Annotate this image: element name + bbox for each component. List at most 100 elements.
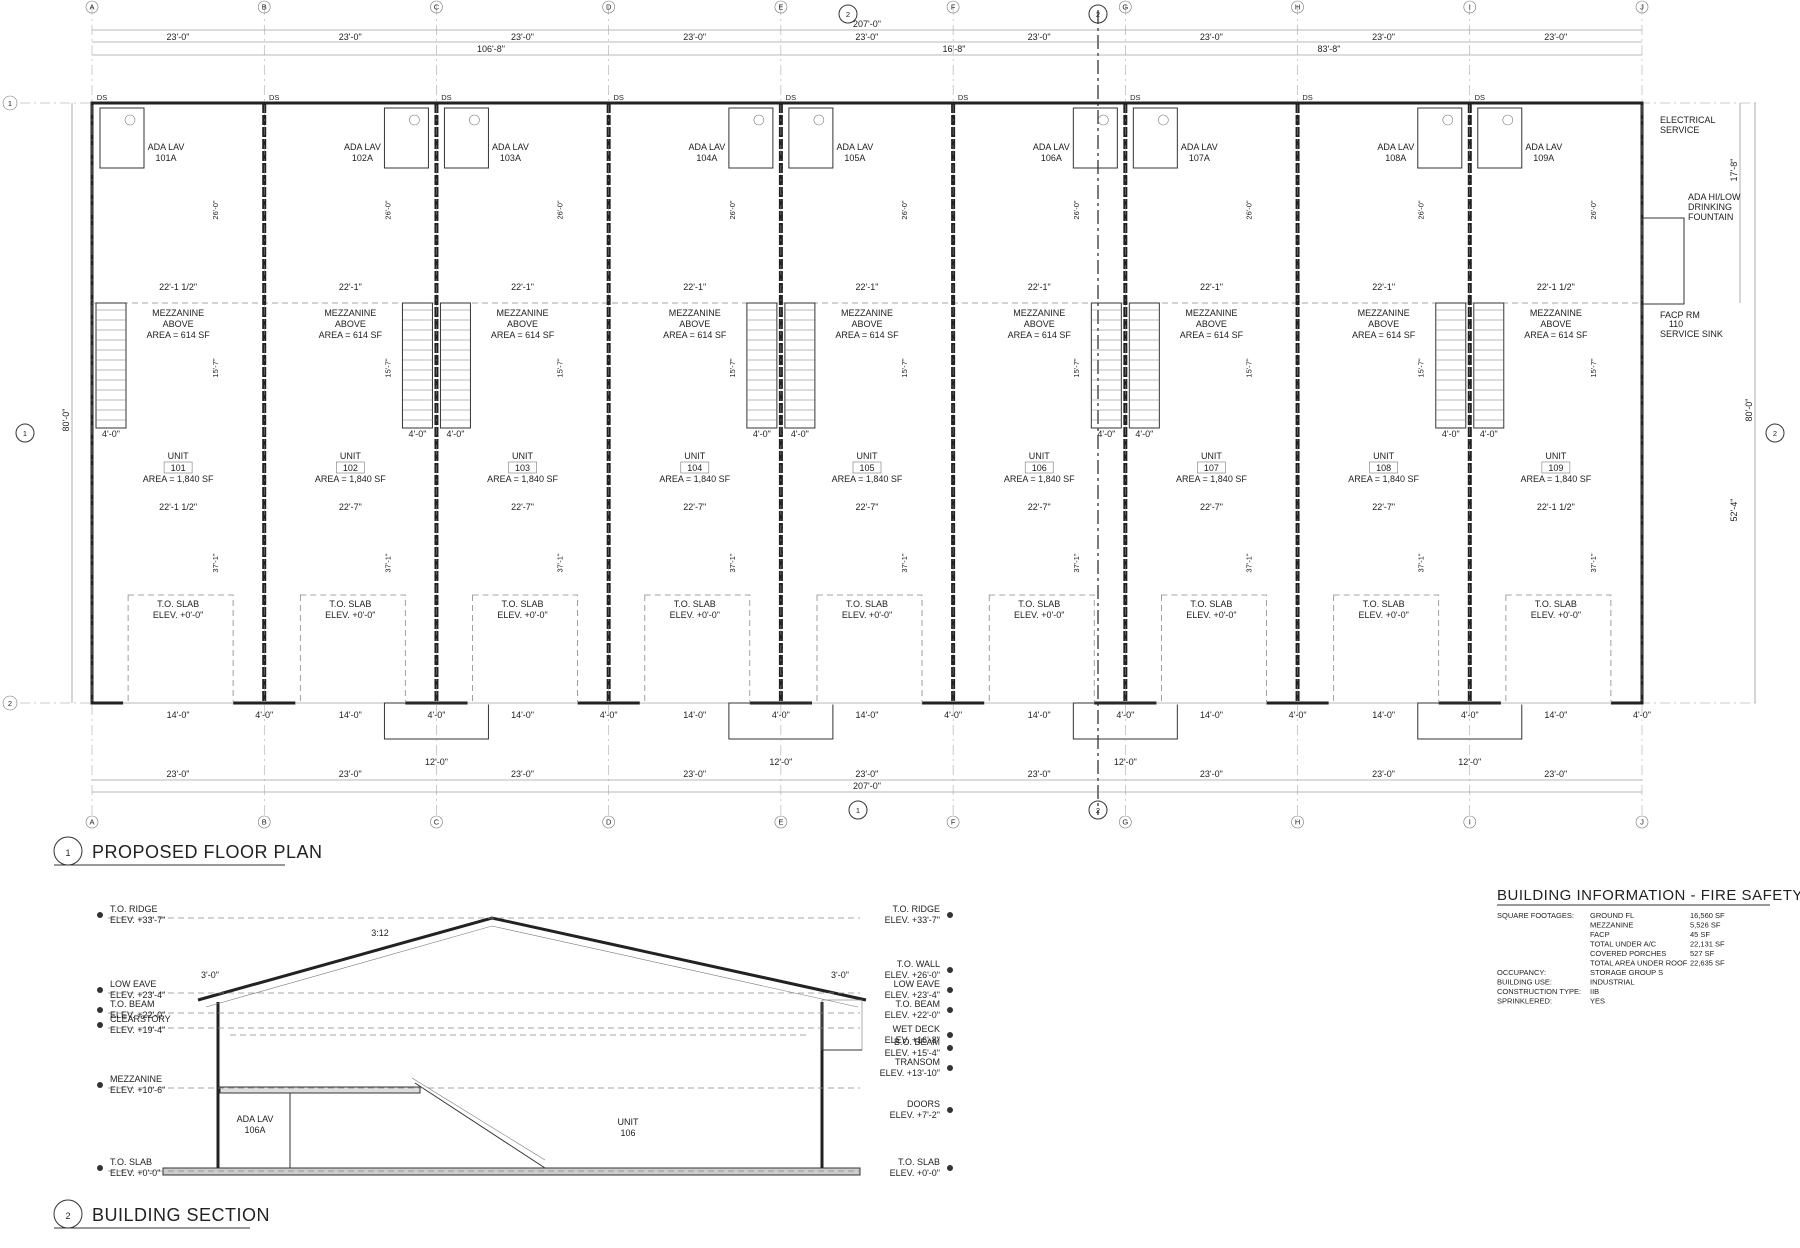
dim-stair: 4'-0" — [1097, 429, 1115, 439]
dim-upper-width: 22'-1 1/2" — [1537, 282, 1575, 292]
level-elevation: ELEV. +0'-0" — [110, 1168, 160, 1178]
mezzanine-label: MEZZANINE — [1530, 308, 1582, 318]
level-marker-icon — [947, 1065, 953, 1071]
stair — [1473, 302, 1505, 429]
slab-label: T.O. SLAB — [1018, 599, 1060, 609]
level-marker-icon — [97, 1082, 103, 1088]
mezzanine-label: MEZZANINE — [1358, 308, 1410, 318]
grid-bubble-col — [946, 815, 960, 829]
downspout-label: DS — [958, 93, 968, 102]
mezzanine-above-label: ABOVE — [1540, 319, 1571, 329]
section-marker-label: 2 — [1096, 806, 1100, 815]
dim-mezz-depth: 15'-7" — [556, 358, 565, 377]
info-key: SPRINKLERED: — [1497, 997, 1552, 1006]
info-value: 16,560 SF — [1690, 911, 1725, 920]
level-elevation: ELEV. +26'-0" — [885, 970, 940, 980]
dim-upper-width: 22'-1" — [1372, 282, 1395, 292]
level-marker-icon — [947, 1032, 953, 1038]
slab-elevation: ELEV. +0'-0" — [325, 610, 375, 620]
building-section: 3:12 3'-0" 3'-0" ADA LAV 106A UNIT 106 T… — [97, 904, 953, 1178]
grid-bubble-col — [602, 0, 615, 14]
level-name: T.O. SLAB — [110, 1157, 152, 1167]
slab — [162, 1167, 861, 1176]
grid-bubble-row-1 — [2, 95, 18, 111]
unit-area: AREA = 1,840 SF — [1348, 474, 1419, 484]
grid-col-label: B — [262, 3, 267, 12]
grid-bubble-col — [774, 815, 788, 829]
dim-stair: 4'-0" — [102, 429, 120, 439]
dim-stair: 4'-0" — [791, 429, 809, 439]
grid-col-label: I — [1469, 818, 1471, 827]
lavatory — [1477, 107, 1523, 169]
slab-elevation: ELEV. +0'-0" — [842, 610, 892, 620]
level-elevation: ELEV. +22'-0" — [110, 1010, 165, 1020]
dim-unit-depth: 26'-0" — [1244, 200, 1253, 219]
level-name: T.O. BEAM — [895, 999, 940, 1009]
dim-bay-top: 23'-0" — [683, 32, 706, 42]
level-elevation: ELEV. +23'-4" — [110, 990, 165, 1000]
dim-bay-top: 23'-0" — [1544, 32, 1567, 42]
unit-area: AREA = 1,840 SF — [832, 474, 903, 484]
dim-mezz-depth: 15'-7" — [1417, 358, 1426, 377]
dim-unit-depth: 26'-0" — [900, 200, 909, 219]
dim-unit-width: 22'-7" — [1028, 502, 1051, 512]
grid-bubble-col — [1635, 815, 1649, 829]
downspout-label: DS — [613, 93, 623, 102]
dim-bay-bottom: 23'-0" — [1200, 769, 1223, 779]
fountain-label-2: DRINKING — [1688, 202, 1732, 212]
level-marker-icon — [947, 1107, 953, 1113]
mezzanine-label: MEZZANINE — [324, 308, 376, 318]
floor-plan-number: 1 — [65, 848, 70, 858]
grid-col-label: C — [434, 3, 440, 12]
grid-bubble-col — [257, 815, 271, 829]
dim-stair: 4'-0" — [408, 429, 426, 439]
dim-unit-width: 22'-7" — [1372, 502, 1395, 512]
level-elevation: ELEV. +15'-4" — [885, 1048, 940, 1058]
mezzanine-above-label: ABOVE — [1368, 319, 1399, 329]
lav-label: ADA LAV — [1033, 142, 1070, 152]
stair — [1435, 302, 1467, 429]
unit-area: AREA = 1,840 SF — [659, 474, 730, 484]
mezzanine-floor — [219, 1086, 421, 1094]
dim-depth-rear: 17'-8" — [1729, 159, 1739, 182]
dim-bay-top: 23'-0" — [1028, 32, 1051, 42]
level-elevation: ELEV. +10'-6" — [110, 1085, 165, 1095]
dim-bay-bottom: 23'-0" — [511, 769, 534, 779]
info-sub: IIB — [1590, 987, 1599, 996]
section-marker-label: 2 — [846, 10, 850, 19]
dim-slab-length: 37'-1" — [1589, 553, 1598, 572]
unit-bay: ADA LAV103A22'-1"22'-7"4'-0"MEZZANINEABO… — [434, 93, 618, 720]
downspout-label: DS — [269, 93, 279, 102]
mezzanine-above-label: ABOVE — [163, 319, 194, 329]
toilet-icon — [1098, 114, 1109, 126]
facp-room — [1641, 217, 1685, 305]
grid-col-label: E — [778, 3, 783, 12]
section-title-text: BUILDING SECTION — [92, 1205, 270, 1225]
dim-stair: 4'-0" — [1135, 429, 1153, 439]
dim-unit-depth: 26'-0" — [211, 200, 220, 219]
dim-upper-width: 22'-1" — [511, 282, 534, 292]
mezzanine-area: AREA = 614 SF — [663, 330, 727, 340]
level-name: T.O. WALL — [897, 959, 940, 969]
dim-bay-top: 23'-0" — [1200, 32, 1223, 42]
unit-number-box — [1541, 461, 1571, 474]
section-marker-label: 1 — [23, 429, 27, 438]
dim-right-group: 83'-8" — [1318, 44, 1341, 54]
lavatory — [99, 107, 145, 169]
mezzanine-above-label: ABOVE — [1196, 319, 1227, 329]
section-unit-number: 106 — [620, 1128, 635, 1138]
info-sub: YES — [1590, 997, 1605, 1006]
unit-area: AREA = 1,840 SF — [1004, 474, 1075, 484]
lav-label: ADA LAV — [492, 142, 529, 152]
grid-bubble-col — [257, 0, 271, 14]
dim-bay-bottom: 23'-0" — [855, 769, 878, 779]
fountain-label-1: ADA HI/LOW — [1688, 192, 1741, 202]
mezzanine-label: MEZZANINE — [497, 308, 549, 318]
dim-bay-bottom: 23'-0" — [1372, 769, 1395, 779]
unit-number: 103 — [515, 463, 530, 473]
grid-col-label: G — [1122, 3, 1128, 12]
mezzanine-above-label: ABOVE — [851, 319, 882, 329]
info-sub: GROUND FL — [1590, 911, 1634, 920]
roof-pitch: 3:12 — [371, 928, 389, 938]
grid-col-label: J — [1640, 3, 1644, 12]
